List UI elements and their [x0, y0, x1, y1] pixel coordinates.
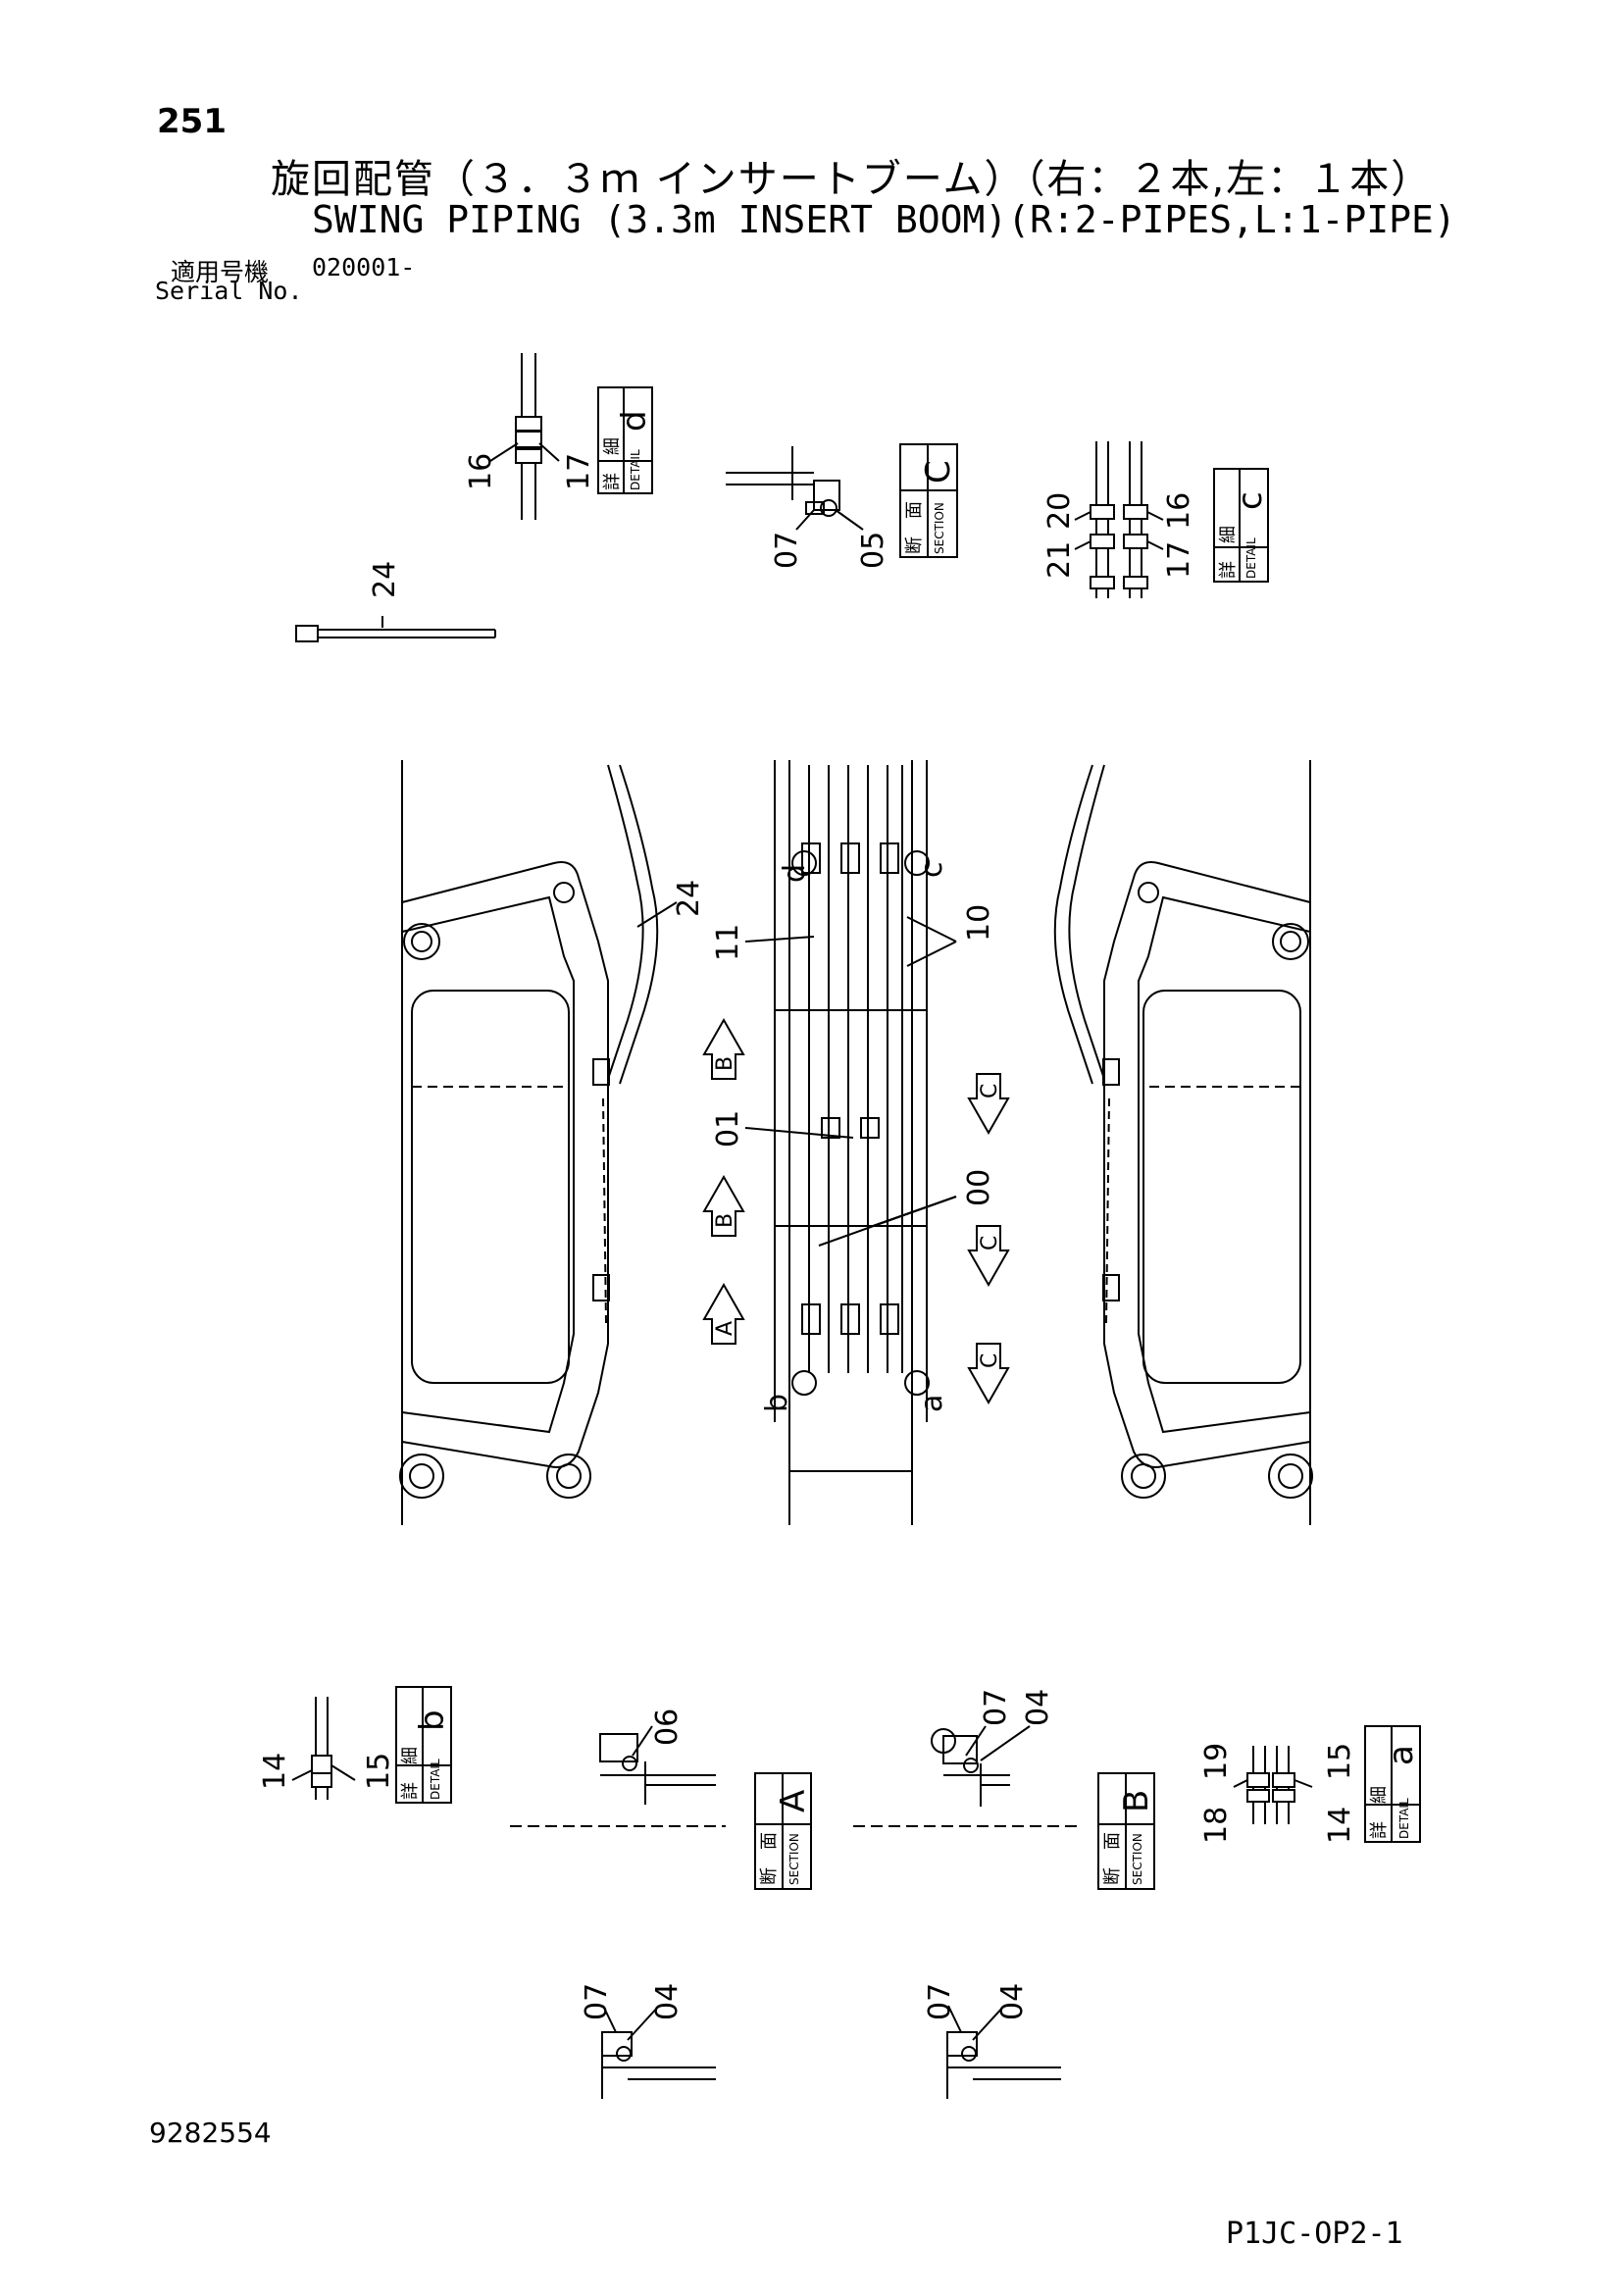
- arrow-b-2: B: [713, 1213, 737, 1228]
- part-05: 05: [856, 532, 890, 569]
- part-07-b1: 07: [979, 1689, 1013, 1726]
- section-label-en-3: SECTION: [1131, 1833, 1144, 1885]
- detail-label-jp-4: 詳 細: [1369, 1786, 1390, 1839]
- detail-label-jp-2: 詳 細: [1218, 526, 1239, 579]
- section-c-drawing: [726, 446, 864, 531]
- detail-a-drawing: [1233, 1746, 1313, 1824]
- part-19: 19: [1199, 1743, 1234, 1780]
- detail-label-jp: 詳 細: [602, 437, 623, 490]
- callout-b: b: [760, 1394, 794, 1412]
- detail-label-en-2: DETAIL: [1244, 537, 1258, 579]
- section-b-box: [1097, 1772, 1155, 1890]
- section-a-letter: A: [774, 1790, 813, 1812]
- part-24-top: 24: [368, 561, 402, 598]
- section-label-jp-2: 断 面: [759, 1832, 780, 1885]
- detail-b-letter: b: [413, 1709, 452, 1731]
- part-14-right: 14: [1323, 1807, 1357, 1844]
- section-b-letter: B: [1117, 1790, 1156, 1812]
- detail-label-en-3: DETAIL: [429, 1759, 442, 1800]
- part-04-b3: 04: [995, 1983, 1030, 2020]
- detail-b-drawing: [291, 1697, 356, 1800]
- section-b-upper-drawing: [853, 1725, 1079, 1827]
- part-07-b2: 07: [580, 1983, 614, 2020]
- section-a-upper-drawing: [510, 1725, 726, 1827]
- detail-c-letter: c: [1231, 491, 1270, 510]
- section-label-en-2: SECTION: [787, 1833, 801, 1885]
- section-arrows: [702, 1017, 1010, 1405]
- document-number: 9282554: [149, 2117, 272, 2149]
- part-17-right: 17: [1162, 541, 1196, 579]
- part-01: 01: [711, 1110, 745, 1148]
- title-japanese: 旋回配管（３．３ｍ インサートブーム）（右：２本,左：１本）: [271, 157, 1433, 202]
- detail-d-drawing: [489, 353, 560, 520]
- detail-c-box: [1213, 468, 1269, 583]
- part-21: 21: [1042, 541, 1077, 579]
- part-24-mid: 24: [672, 880, 706, 917]
- part-06: 06: [650, 1709, 685, 1746]
- callout-c: c: [915, 862, 949, 879]
- section-b-lower-drawing: [946, 2005, 1061, 2099]
- serial-label-english: Serial No.: [155, 277, 303, 305]
- part-10: 10: [962, 904, 996, 942]
- section-c-box: [899, 443, 958, 558]
- page-code: P1JC-OP2-1: [1226, 2217, 1403, 2251]
- page-number: 251: [157, 102, 227, 141]
- arrow-c-1: C: [978, 1084, 1002, 1098]
- detail-d-box: [597, 386, 653, 494]
- detail-label-jp-3: 詳 細: [400, 1747, 421, 1800]
- section-a-box: [754, 1772, 812, 1890]
- section-label-jp: 断 面: [904, 501, 925, 554]
- detail-label-en-4: DETAIL: [1397, 1798, 1411, 1839]
- callout-a: a: [915, 1395, 949, 1412]
- detail-a-letter: a: [1382, 1745, 1421, 1765]
- part-07-b3: 07: [923, 1983, 957, 2020]
- boom-left-view: [399, 760, 678, 1525]
- detail-c-drawing: [1074, 441, 1164, 598]
- part-00: 00: [962, 1169, 996, 1206]
- part-04-b1: 04: [1021, 1689, 1055, 1726]
- part-07-top: 07: [770, 532, 804, 569]
- part-17-top: 17: [562, 453, 596, 490]
- arrow-b-1: B: [713, 1056, 737, 1071]
- part-04-b2: 04: [650, 1983, 685, 2020]
- part-14-left: 14: [258, 1753, 292, 1790]
- cable-tie-24: [295, 616, 496, 642]
- detail-a-box: [1364, 1725, 1421, 1843]
- callout-d: d: [778, 864, 812, 883]
- section-label-en: SECTION: [933, 502, 946, 554]
- arrow-c-2: C: [978, 1236, 1002, 1250]
- part-16-top: 16: [464, 453, 498, 490]
- part-16-right: 16: [1162, 492, 1196, 530]
- detail-d-letter: d: [615, 410, 654, 432]
- title-english: SWING PIPING (3.3m INSERT BOOM)(R:2-PIPE…: [312, 198, 1456, 241]
- serial-label-japanese: 適用号機: [171, 258, 270, 286]
- serial-value: 020001-: [312, 253, 416, 281]
- detail-label-en: DETAIL: [629, 449, 642, 490]
- section-c-letter: C: [919, 460, 958, 484]
- part-20: 20: [1042, 492, 1077, 530]
- part-18: 18: [1199, 1807, 1234, 1844]
- section-a-lower-drawing: [601, 2005, 716, 2099]
- section-label-jp-3: 断 面: [1102, 1832, 1123, 1885]
- part-15-left: 15: [362, 1753, 396, 1790]
- part-11: 11: [711, 924, 745, 961]
- arrow-c-3: C: [978, 1353, 1002, 1368]
- part-15-right: 15: [1323, 1743, 1357, 1780]
- boom-right-view: [1053, 760, 1313, 1525]
- detail-b-box: [395, 1686, 452, 1804]
- arrow-a-1: A: [713, 1321, 737, 1336]
- boom-top-view: [744, 760, 957, 1525]
